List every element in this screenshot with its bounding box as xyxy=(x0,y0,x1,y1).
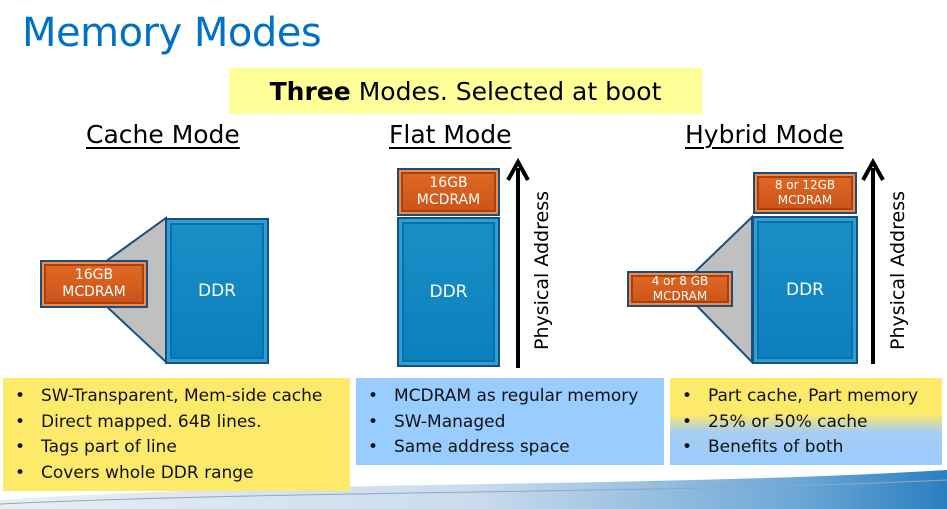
bullet-item: 25% or 50% cache xyxy=(680,410,932,436)
subtitle-text: Modes. Selected at boot xyxy=(358,76,662,106)
hybrid-physical-address-label: Physical Address xyxy=(887,191,909,350)
mcdram-size: 16GB xyxy=(429,175,468,191)
bullet-item: Covers whole DDR range xyxy=(13,461,340,487)
bullet-item: Same address space xyxy=(366,435,654,461)
mcdram-size: 16GB xyxy=(74,267,114,283)
bullet-item: Benefits of both xyxy=(680,435,932,461)
ddr-label: DDR xyxy=(429,282,468,302)
bullet-item: Tags part of line xyxy=(13,435,340,461)
mcdram-size: 4 or 8 GB xyxy=(651,274,709,288)
cache-mode-ddr: DDR xyxy=(165,218,269,364)
ddr-label: DDR xyxy=(786,280,824,300)
flat-mode-title: Flat Mode xyxy=(389,120,512,149)
hybrid-mode-title: Hybrid Mode xyxy=(685,120,844,149)
bullet-item: Part cache, Part memory xyxy=(680,384,932,410)
mcdram-size: 8 or 12GB xyxy=(774,178,836,192)
hybrid-mode-flat-mcdram: 8 or 12GB MCDRAM xyxy=(753,172,857,214)
flat-mode-notes: MCDRAM as regular memory SW-Managed Same… xyxy=(356,378,664,465)
flat-mode-ddr: DDR xyxy=(397,217,500,367)
ddr-label: DDR xyxy=(198,281,236,301)
hybrid-physical-address-arrow xyxy=(861,157,885,364)
hybrid-mode-notes: Part cache, Part memory 25% or 50% cache… xyxy=(670,378,942,465)
mcdram-label: MCDRAM xyxy=(62,284,126,300)
bullet-item: SW-Managed xyxy=(366,410,654,436)
bullet-item: MCDRAM as regular memory xyxy=(366,384,654,410)
cache-mode-mcdram: 16GB MCDRAM xyxy=(40,260,148,308)
mcdram-label: MCDRAM xyxy=(777,193,833,207)
bullet-item: SW-Transparent, Mem-side cache xyxy=(13,384,340,410)
flat-physical-address-label: Physical Address xyxy=(531,191,553,350)
hybrid-mode-cache-mcdram: 4 or 8 GB MCDRAM xyxy=(627,271,733,307)
subtitle-banner: Three Modes. Selected at boot xyxy=(229,68,702,114)
mcdram-label: MCDRAM xyxy=(652,289,708,303)
cache-mode-notes: SW-Transparent, Mem-side cache Direct ma… xyxy=(3,378,350,491)
hybrid-mode-ddr: DDR xyxy=(752,216,858,364)
subtitle-bold: Three xyxy=(269,76,351,106)
slide-title: Memory Modes xyxy=(22,10,322,56)
cache-mode-title: Cache Mode xyxy=(86,120,240,149)
mcdram-label: MCDRAM xyxy=(416,192,481,208)
background-swoosh-decoration xyxy=(0,470,947,509)
flat-mode-mcdram: 16GB MCDRAM xyxy=(397,168,500,216)
bullet-item: Direct mapped. 64B lines. xyxy=(13,410,340,436)
flat-physical-address-arrow xyxy=(506,157,530,368)
